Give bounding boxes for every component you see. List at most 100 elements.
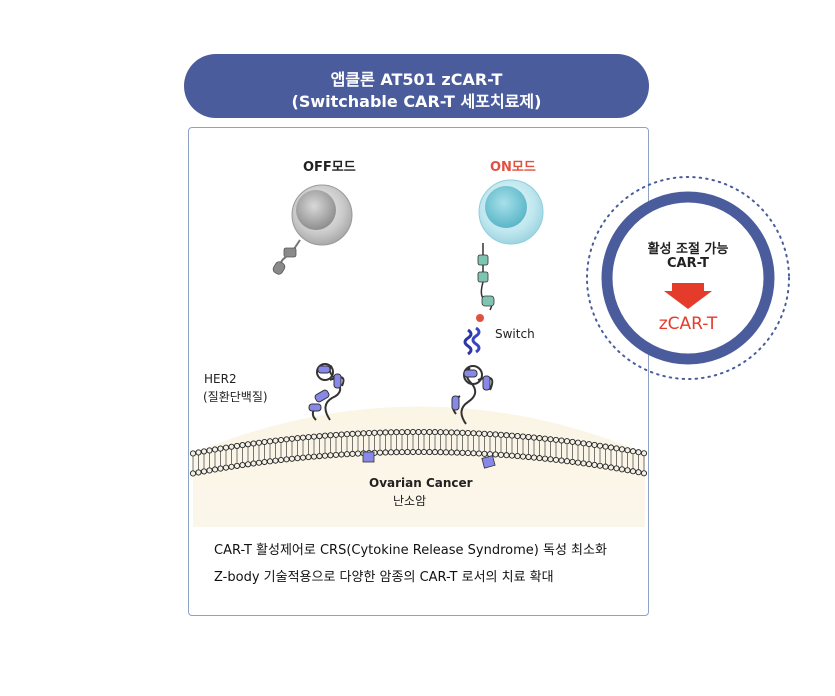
- lipid-head: [453, 429, 461, 436]
- lipid-head: [563, 438, 571, 445]
- title-line-1: 앱클론 AT501 zCAR-T: [330, 70, 503, 89]
- lipid-head: [332, 431, 340, 438]
- lipid-head: [448, 429, 455, 436]
- lipid-head: [640, 450, 648, 457]
- lipid-head: [195, 449, 202, 456]
- lipid-head: [574, 459, 582, 466]
- lipid-head: [393, 429, 400, 436]
- lipid-head: [200, 468, 208, 475]
- lipid-head: [409, 428, 417, 436]
- lipid-head: [481, 450, 488, 457]
- lipid-head: [338, 451, 345, 458]
- down-arrow-icon: [664, 283, 712, 309]
- title-line-2: (Switchable CAR-T 세포치료제): [291, 92, 542, 111]
- lipid-head: [387, 429, 395, 436]
- lipid-head: [360, 430, 367, 437]
- lipid-head: [239, 442, 246, 449]
- lipid-head: [536, 455, 543, 462]
- lipid-head: [283, 436, 290, 443]
- lipid-head: [420, 448, 428, 456]
- lipid-head: [272, 437, 279, 444]
- lipid-head: [222, 464, 230, 471]
- lipid-head: [211, 446, 219, 453]
- lipid-head: [514, 453, 521, 460]
- her2-receptor-right: [451, 365, 494, 425]
- lipid-head: [420, 428, 428, 436]
- callout-dotted-ring: [586, 176, 790, 380]
- lipid-head: [277, 456, 285, 464]
- lipid-head: [569, 438, 576, 445]
- lipid-head: [283, 456, 290, 463]
- lipid-head: [349, 450, 356, 457]
- lipid-head: [486, 431, 494, 438]
- lipid-head: [635, 449, 642, 456]
- lipid-head: [316, 433, 323, 440]
- lipid-head: [305, 454, 312, 461]
- lipid-head: [541, 435, 549, 442]
- lipid-head: [629, 448, 637, 455]
- lipid-head: [536, 435, 543, 442]
- lipid-head: [607, 464, 615, 471]
- lipid-head: [206, 467, 213, 474]
- lipid-head: [332, 451, 340, 458]
- diagram-panel: [188, 127, 649, 616]
- lipid-head: [459, 449, 466, 456]
- on-mode-label: ON모드: [490, 160, 536, 175]
- callout-ring: [601, 191, 775, 365]
- lipid-head: [514, 433, 521, 440]
- lipid-head: [580, 440, 587, 447]
- lipid-head: [327, 452, 334, 459]
- lipid-head: [475, 450, 483, 457]
- lipid-head: [343, 451, 351, 458]
- lipid-head: [338, 431, 345, 438]
- lipid-head: [376, 429, 384, 436]
- lipid-head: [409, 448, 417, 456]
- her2-receptor-left: [308, 363, 345, 421]
- lipid-head: [233, 442, 241, 449]
- lipid-head: [288, 455, 296, 462]
- lipid-head: [376, 449, 384, 456]
- lipid-head: [596, 442, 604, 449]
- lipid-head: [530, 434, 538, 441]
- lipid-head: [547, 436, 554, 443]
- lipid-head: [629, 468, 637, 475]
- lipid-head: [288, 435, 296, 442]
- lipid-head: [492, 451, 499, 458]
- lipid-head: [189, 470, 197, 477]
- lipid-head: [266, 438, 274, 445]
- lipid-head: [613, 445, 620, 452]
- lipid-head: [508, 432, 516, 439]
- lipid-head: [541, 455, 549, 462]
- lipid-head: [464, 449, 472, 457]
- lipid-head: [525, 433, 532, 441]
- lipid-head: [475, 430, 483, 437]
- lipid-head: [602, 443, 609, 450]
- her2-sublabel: (질환단백질): [203, 390, 268, 404]
- lipid-head: [365, 429, 373, 437]
- lipid-head: [371, 429, 378, 436]
- lipid-head: [470, 450, 477, 457]
- lipid-head: [244, 441, 252, 448]
- lipid-head: [294, 435, 301, 442]
- lipid-head: [255, 459, 263, 466]
- lipid-head: [261, 438, 268, 446]
- lipid-head: [453, 449, 461, 456]
- lipid-head: [294, 455, 301, 462]
- lipid-head: [624, 447, 631, 454]
- caption-line-2: Z-body 기술적용으로 다양한 암종의 CAR-T 로서의 치료 확대: [214, 570, 554, 585]
- lipid-head: [613, 465, 620, 472]
- cancer-label-ko: 난소암: [393, 494, 427, 508]
- lipid-head: [459, 429, 466, 436]
- lipid-head: [415, 428, 422, 436]
- lipid-head: [519, 453, 527, 460]
- lipid-head: [519, 433, 527, 440]
- off-mode-t-cell: [272, 184, 353, 275]
- lipid-head: [266, 458, 274, 465]
- lipid-head: [602, 463, 609, 470]
- lipid-head: [217, 465, 224, 472]
- lipid-head: [228, 463, 235, 470]
- lipid-head: [464, 429, 472, 437]
- lipid-head: [310, 453, 318, 460]
- lipid-head: [189, 450, 197, 457]
- lipid-head: [481, 430, 488, 437]
